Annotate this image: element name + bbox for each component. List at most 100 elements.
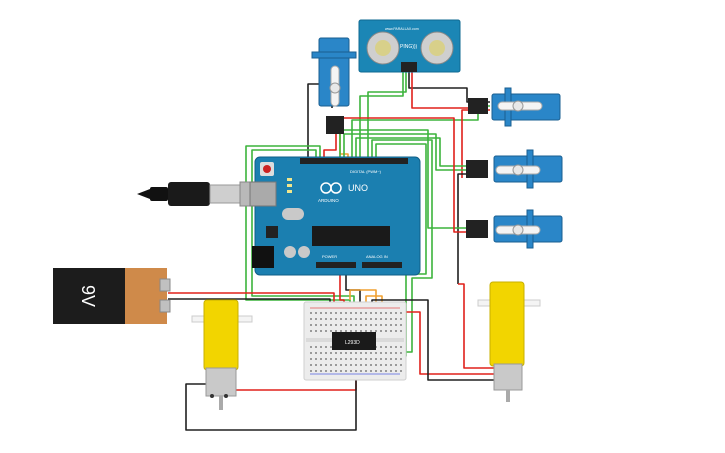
- breadboard-hole[interactable]: [330, 330, 332, 332]
- breadboard-hole[interactable]: [325, 346, 327, 348]
- breadboard-hole[interactable]: [340, 312, 342, 314]
- servo-2-connector[interactable]: [466, 160, 488, 178]
- breadboard-hole[interactable]: [365, 358, 367, 360]
- breadboard-hole[interactable]: [310, 346, 312, 348]
- breadboard-hole[interactable]: [340, 352, 342, 354]
- wire-sensor-trig[interactable]: [411, 72, 468, 109]
- breadboard-hole[interactable]: [325, 312, 327, 314]
- breadboard-hole[interactable]: [385, 330, 387, 332]
- breadboard-hole[interactable]: [320, 358, 322, 360]
- breadboard-hole[interactable]: [390, 364, 392, 366]
- wire-topservo-a[interactable]: [323, 134, 337, 158]
- breadboard-hole[interactable]: [390, 358, 392, 360]
- breadboard-hole[interactable]: [355, 352, 357, 354]
- breadboard-hole[interactable]: [315, 358, 317, 360]
- servo-1[interactable]: [468, 87, 561, 127]
- breadboard-hole[interactable]: [385, 324, 387, 326]
- wire-green-left-2[interactable]: [251, 149, 355, 320]
- breadboard-hole[interactable]: [400, 324, 402, 326]
- breadboard-hole[interactable]: [385, 318, 387, 320]
- breadboard-hole[interactable]: [360, 312, 362, 314]
- battery-terminal-pos[interactable]: [159, 278, 171, 292]
- dc-motor-right[interactable]: [477, 281, 541, 402]
- battery-terminal-neg[interactable]: [159, 299, 171, 313]
- breadboard-hole[interactable]: [400, 352, 402, 354]
- breadboard-hole[interactable]: [370, 318, 372, 320]
- breadboard-hole[interactable]: [360, 324, 362, 326]
- breadboard-hole[interactable]: [385, 352, 387, 354]
- wire-servo3-b[interactable]: [328, 117, 470, 233]
- breadboard-hole[interactable]: [385, 358, 387, 360]
- breadboard-hole[interactable]: [345, 364, 347, 366]
- breadboard-hole[interactable]: [335, 330, 337, 332]
- breadboard-hole[interactable]: [355, 370, 357, 372]
- breadboard-hole[interactable]: [400, 370, 402, 372]
- breadboard-hole[interactable]: [340, 318, 342, 320]
- breadboard-hole[interactable]: [395, 312, 397, 314]
- breadboard-hole[interactable]: [330, 312, 332, 314]
- breadboard-hole[interactable]: [395, 324, 397, 326]
- breadboard-hole[interactable]: [400, 358, 402, 360]
- breadboard-hole[interactable]: [375, 312, 377, 314]
- breadboard-hole[interactable]: [310, 364, 312, 366]
- breadboard-hole[interactable]: [380, 312, 382, 314]
- breadboard-hole[interactable]: [335, 358, 337, 360]
- breadboard-hole[interactable]: [360, 330, 362, 332]
- breadboard-hole[interactable]: [330, 352, 332, 354]
- breadboard-hole[interactable]: [365, 370, 367, 372]
- breadboard-hole[interactable]: [370, 330, 372, 332]
- servo-3-connector[interactable]: [466, 220, 488, 238]
- breadboard-hole[interactable]: [315, 312, 317, 314]
- breadboard-hole[interactable]: [330, 370, 332, 372]
- breadboard-hole[interactable]: [350, 364, 352, 366]
- power-header[interactable]: [316, 262, 356, 268]
- analog-header[interactable]: [362, 262, 402, 268]
- breadboard-hole[interactable]: [360, 358, 362, 360]
- breadboard-hole[interactable]: [380, 358, 382, 360]
- breadboard-hole[interactable]: [310, 324, 312, 326]
- breadboard-hole[interactable]: [310, 352, 312, 354]
- breadboard-hole[interactable]: [365, 318, 367, 320]
- arduino-board[interactable]: UNO ARDUINO DIGITAL (PWM~) POWER ANALOG …: [249, 156, 421, 276]
- reset-button[interactable]: [263, 165, 271, 173]
- breadboard-hole[interactable]: [360, 364, 362, 366]
- breadboard-hole[interactable]: [395, 318, 397, 320]
- wire-servo2-a[interactable]: [355, 137, 470, 167]
- battery-9v[interactable]: 9V: [53, 268, 171, 324]
- breadboard-hole[interactable]: [325, 330, 327, 332]
- breadboard-hole[interactable]: [390, 346, 392, 348]
- breadboard-hole[interactable]: [350, 358, 352, 360]
- breadboard-hole[interactable]: [365, 312, 367, 314]
- breadboard-hole[interactable]: [385, 364, 387, 366]
- wire-sensor-gnd[interactable]: [359, 72, 404, 158]
- breadboard-hole[interactable]: [325, 352, 327, 354]
- sensor-pins[interactable]: [401, 62, 417, 72]
- breadboard-hole[interactable]: [320, 318, 322, 320]
- breadboard-hole[interactable]: [320, 364, 322, 366]
- servo-top[interactable]: [311, 37, 357, 134]
- breadboard-hole[interactable]: [310, 330, 312, 332]
- breadboard-hole[interactable]: [370, 358, 372, 360]
- breadboard-hole[interactable]: [320, 352, 322, 354]
- motor-driver-chip[interactable]: L293D: [332, 332, 376, 350]
- breadboard-hole[interactable]: [390, 312, 392, 314]
- breadboard-hole[interactable]: [335, 364, 337, 366]
- servo-top-connector[interactable]: [326, 116, 344, 134]
- wire-sensor-echo[interactable]: [367, 72, 407, 158]
- breadboard-hole[interactable]: [315, 318, 317, 320]
- wire-right-red-2[interactable]: [458, 283, 496, 369]
- breadboard-hole[interactable]: [335, 324, 337, 326]
- breadboard-hole[interactable]: [395, 370, 397, 372]
- breadboard-hole[interactable]: [380, 364, 382, 366]
- breadboard-hole[interactable]: [360, 352, 362, 354]
- breadboard-hole[interactable]: [320, 346, 322, 348]
- breadboard-hole[interactable]: [315, 370, 317, 372]
- breadboard-hole[interactable]: [350, 318, 352, 320]
- breadboard-hole[interactable]: [350, 324, 352, 326]
- breadboard-hole[interactable]: [390, 324, 392, 326]
- breadboard-hole[interactable]: [335, 312, 337, 314]
- breadboard-hole[interactable]: [350, 370, 352, 372]
- digital-header[interactable]: [300, 158, 408, 164]
- breadboard-hole[interactable]: [365, 330, 367, 332]
- breadboard-hole[interactable]: [365, 364, 367, 366]
